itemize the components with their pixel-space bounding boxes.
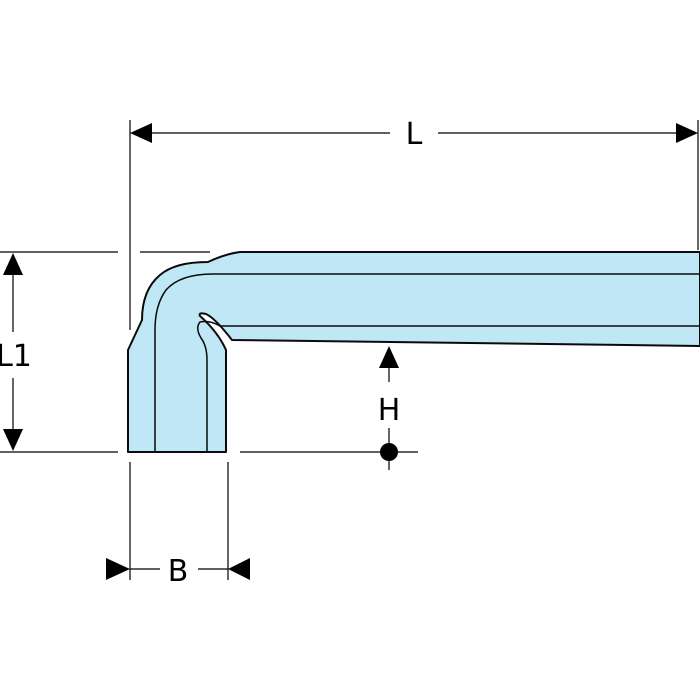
arrowhead-l1-top [3, 253, 23, 275]
bend-facet-inner [197, 320, 221, 452]
arrowhead-l-left [130, 123, 152, 143]
bend-facet-outer [154, 273, 214, 452]
h-reference-dot [380, 443, 398, 461]
arrowhead-l-right [676, 123, 698, 143]
hex-key-body [127, 251, 700, 453]
label-l: L [406, 117, 423, 152]
arrowhead-b-left [106, 558, 130, 580]
arrowhead-b-right [228, 558, 250, 580]
arrowhead-l1-bottom [3, 429, 23, 451]
label-h: H [378, 393, 401, 428]
arrowhead-h-up [379, 346, 399, 368]
label-b: B [168, 554, 189, 589]
label-l1: L1 [0, 339, 32, 374]
